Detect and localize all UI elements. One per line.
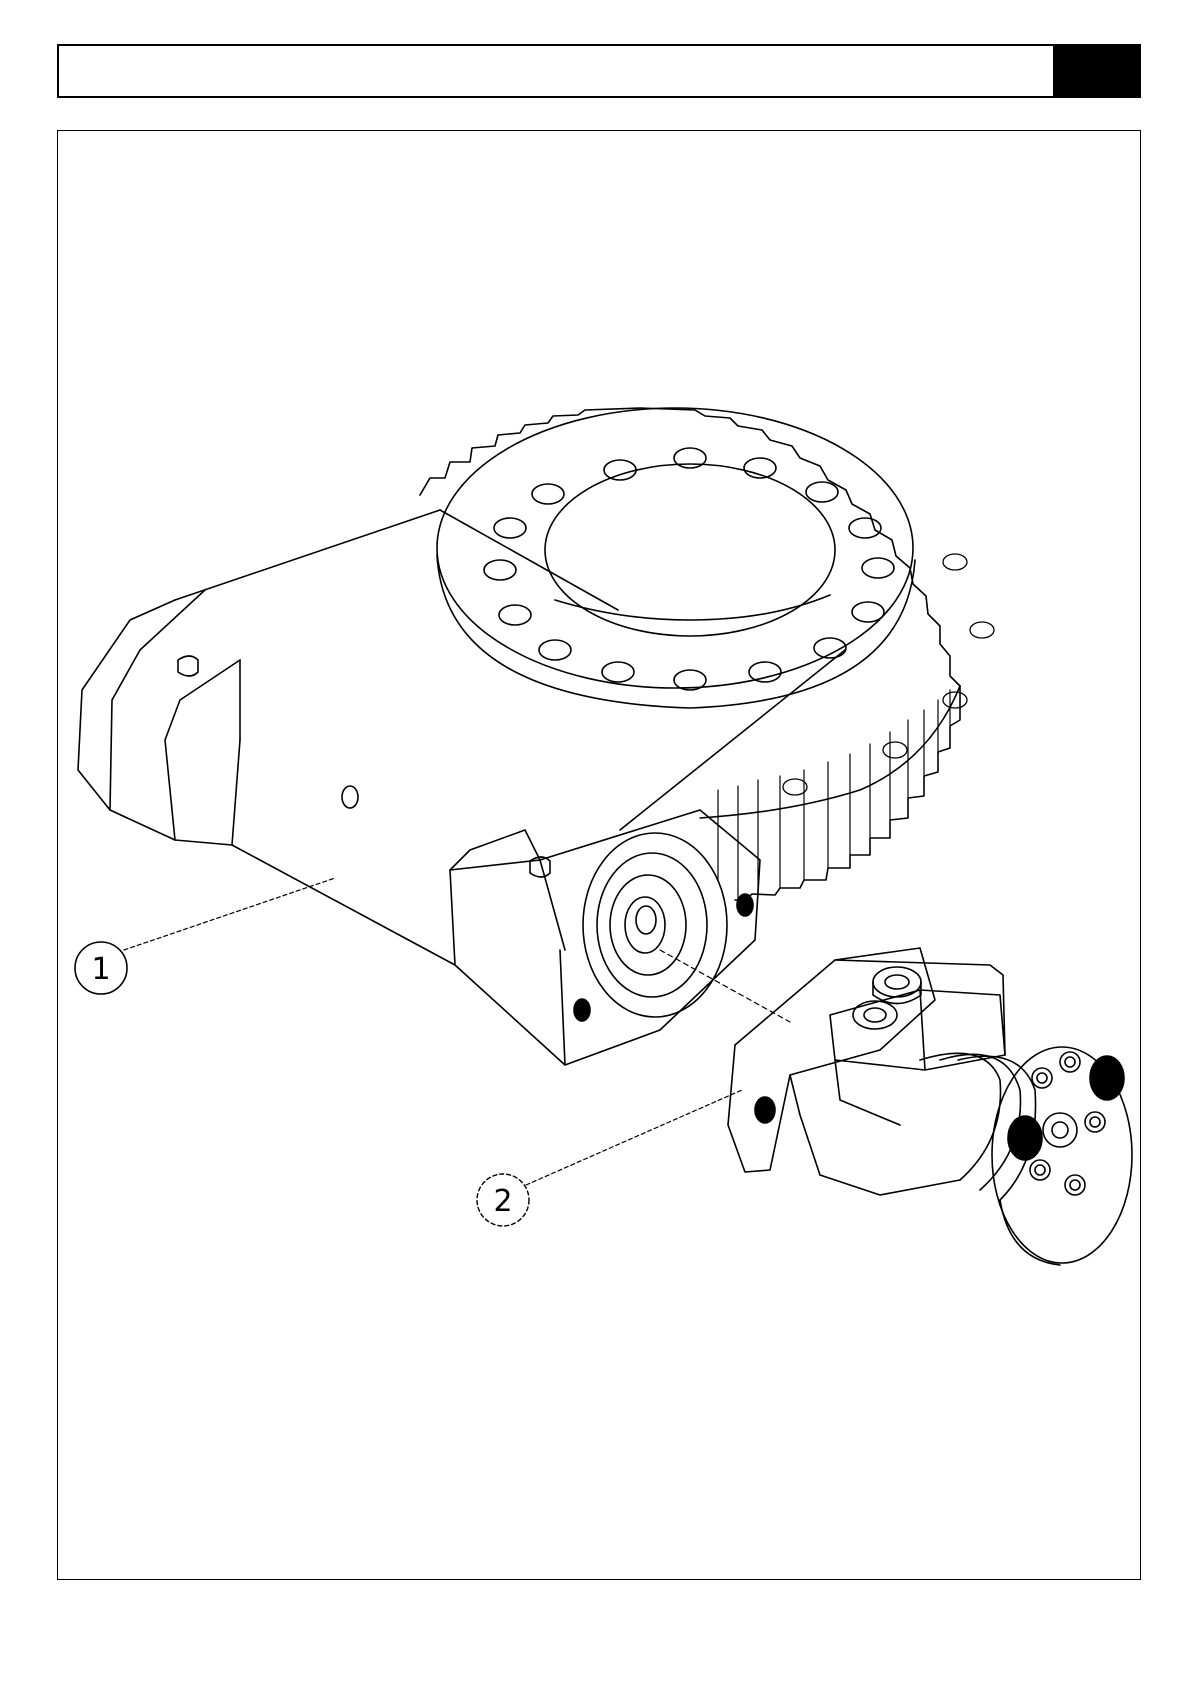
slewing-drive-housing: [78, 408, 994, 1065]
callout-1: 1: [75, 878, 335, 994]
callout-2-leader: [526, 1090, 742, 1185]
hydraulic-motor: [728, 948, 1132, 1265]
callout-2: 2: [477, 1090, 742, 1226]
callout-1-leader: [124, 878, 335, 950]
callout-2-label: 2: [493, 1184, 512, 1219]
callout-1-label: 1: [91, 952, 110, 987]
